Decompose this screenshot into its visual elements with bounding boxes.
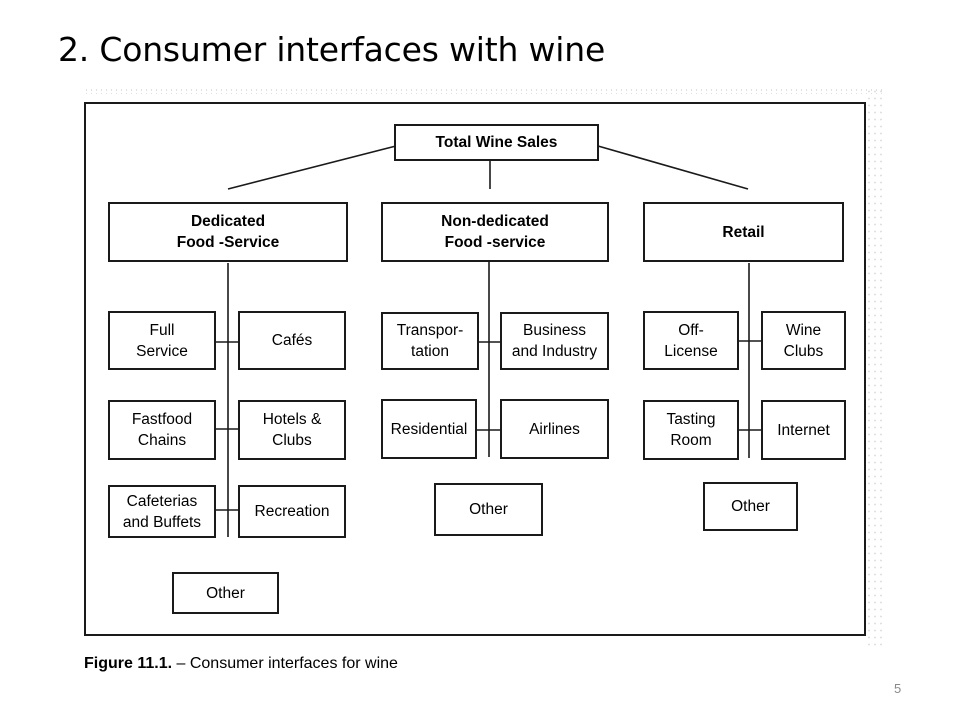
figure-frame [84, 102, 866, 636]
node-fastfood-chains: Fastfood Chains [108, 400, 216, 460]
node-hotels-clubs: Hotels & Clubs [238, 400, 346, 460]
node-retail: Retail [643, 202, 844, 262]
node-full-service: Full Service [108, 311, 216, 370]
connector-root-right [597, 145, 749, 190]
scan-noise-right [866, 88, 884, 648]
node-other-dedicated: Other [172, 572, 279, 614]
node-tasting-room: Tasting Room [643, 400, 739, 460]
node-other-non-dedicated: Other [434, 483, 543, 536]
figure-caption: Figure 11.1. – Consumer interfaces for w… [84, 655, 398, 673]
node-residential: Residential [381, 399, 477, 459]
figure-caption-text: – Consumer interfaces for wine [172, 655, 398, 672]
node-other-retail: Other [703, 482, 798, 531]
node-off-license: Off- License [643, 311, 739, 370]
node-transportation: Transpor- tation [381, 312, 479, 370]
node-internet: Internet [761, 400, 846, 460]
figure-caption-label: Figure 11.1. [84, 655, 173, 672]
node-total-wine-sales: Total Wine Sales [394, 124, 599, 161]
node-wine-clubs: Wine Clubs [761, 311, 846, 370]
node-dedicated-food-service: Dedicated Food -Service [108, 202, 348, 262]
node-non-dedicated-food-service: Non-dedicated Food -service [381, 202, 609, 262]
node-cafes: Cafés [238, 311, 346, 370]
node-cafeterias-buffets: Cafeterias and Buffets [108, 485, 216, 538]
page-number: 5 [894, 681, 902, 696]
node-recreation: Recreation [238, 485, 346, 538]
connector-root-left [227, 145, 397, 190]
scan-noise-top [84, 88, 884, 94]
node-airlines: Airlines [500, 399, 609, 459]
slide-title: 2. Consumer interfaces with wine [58, 30, 606, 69]
node-business-industry: Business and Industry [500, 312, 609, 370]
